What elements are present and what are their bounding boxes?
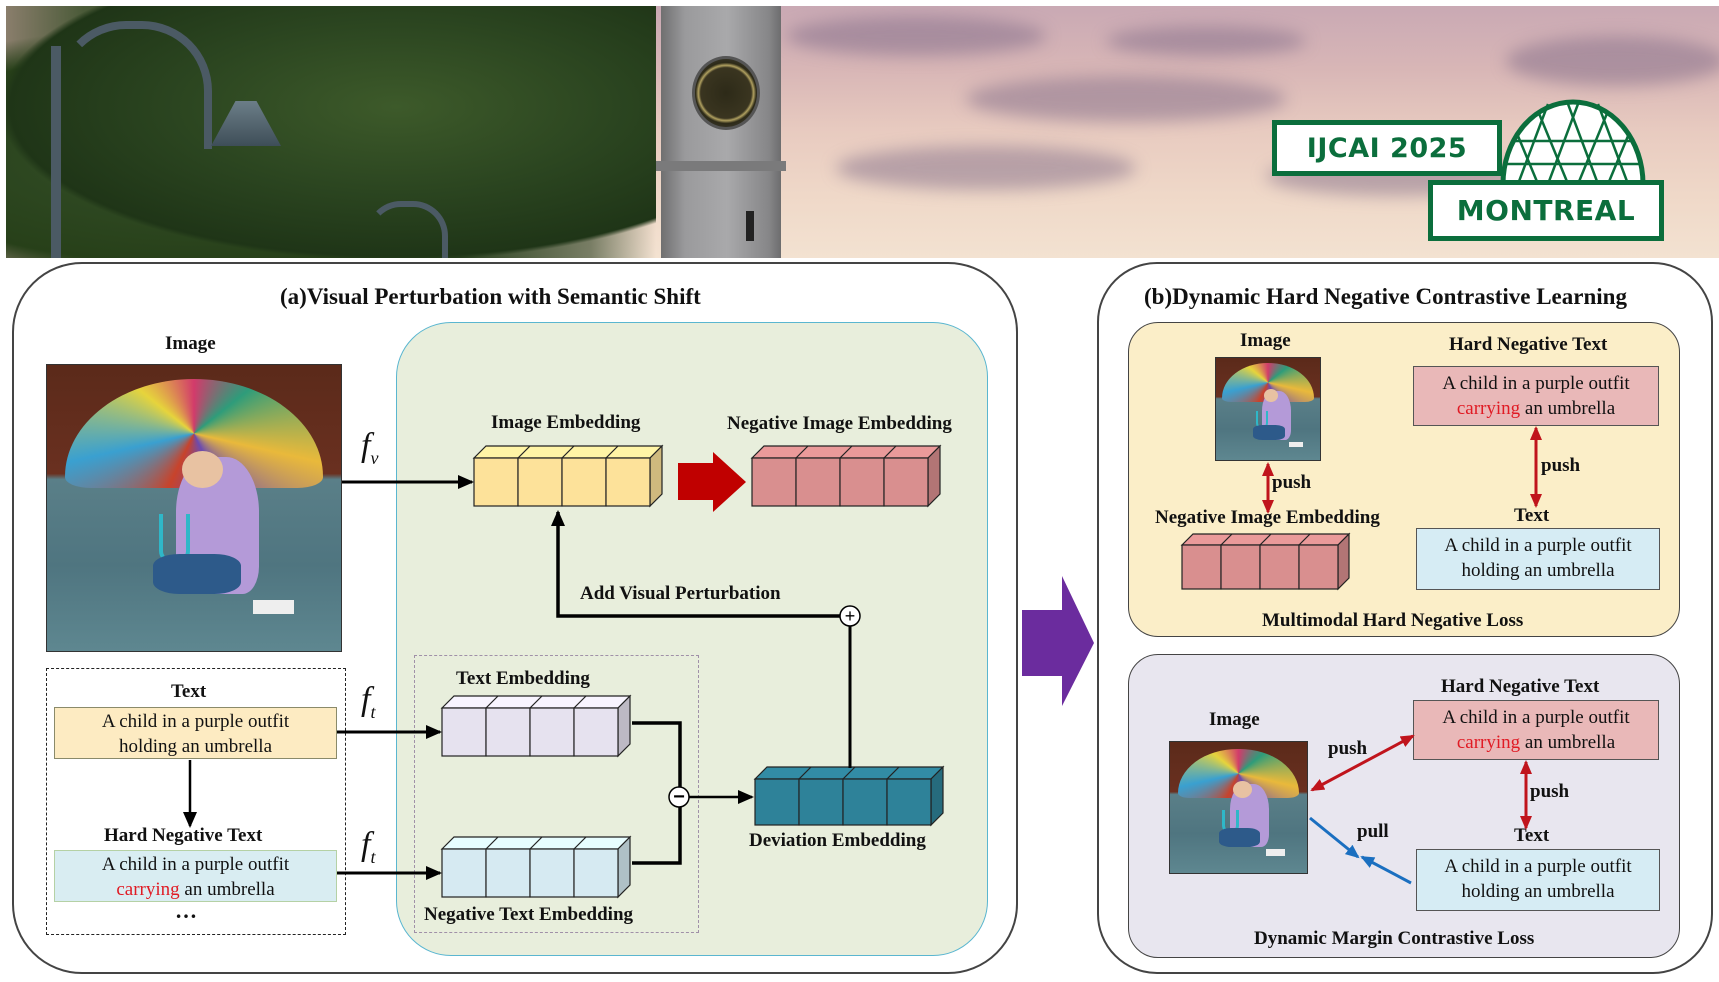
b2-text-line2: holding an umbrella xyxy=(1461,881,1615,902)
b2-hn-line1: A child in a purple outfit xyxy=(1442,707,1630,728)
encoder-f: f xyxy=(361,826,371,863)
text-caption-line2: holding an umbrella xyxy=(118,736,273,757)
b1-negative-image-embedding-label: Negative Image Embedding xyxy=(1155,507,1380,528)
clock-tower-ledge xyxy=(656,161,786,171)
b1-image xyxy=(1215,357,1321,461)
child-legs xyxy=(152,553,242,594)
add-visual-perturbation-label: Add Visual Perturbation xyxy=(580,583,781,604)
visual-encoder-label: fv xyxy=(361,427,378,469)
text-encoder-label: ft xyxy=(361,681,375,723)
b1-text-label: Text xyxy=(1514,505,1550,526)
b2-text-caption: A child in a purple outfit holding an um… xyxy=(1416,849,1660,911)
cloud xyxy=(1506,36,1719,86)
panel-a-title: (a)Visual Perturbation with Semantic Shi… xyxy=(280,284,701,309)
child-face xyxy=(182,450,224,488)
b2-hard-negative-caption: A child in a purple outfit carrying an u… xyxy=(1413,700,1659,760)
text-caption: A child in a purple outfit holding an um… xyxy=(54,707,337,759)
panel-b-title: (b)Dynamic Hard Negative Contrastive Lea… xyxy=(1144,284,1627,309)
dynamic-margin-loss-title: Dynamic Margin Contrastive Loss xyxy=(1254,928,1535,949)
cloud xyxy=(786,16,1046,56)
b2-text-line1: A child in a purple outfit xyxy=(1444,856,1632,877)
clock-tower xyxy=(661,6,781,258)
cloud xyxy=(966,76,1286,122)
push-label: push xyxy=(1328,738,1368,759)
encoder-sub: t xyxy=(370,846,376,867)
changed-word: carrying xyxy=(1456,398,1521,419)
b1-text-line1: A child in a purple outfit xyxy=(1444,535,1632,556)
pull-label: pull xyxy=(1357,821,1389,842)
tower-window xyxy=(746,211,754,241)
dome-logo-icon xyxy=(1500,99,1646,186)
hard-negative-line1: A child in a purple outfit xyxy=(101,854,290,875)
negative-text-embedding-label: Negative Text Embedding xyxy=(424,904,634,925)
cloud xyxy=(1106,26,1306,56)
text-label: Text xyxy=(171,681,207,702)
transition-arrow xyxy=(1022,576,1094,706)
b1-text-line2: holding an umbrella xyxy=(1461,560,1615,581)
cloud xyxy=(836,146,1136,190)
encoder-sub: t xyxy=(370,701,376,722)
multimodal-loss-title: Multimodal Hard Negative Loss xyxy=(1262,610,1524,631)
street-lamp-arm xyxy=(366,201,448,258)
more-ellipsis: … xyxy=(175,898,197,923)
input-image xyxy=(46,364,342,652)
encoder-f: f xyxy=(361,427,371,464)
b2-image-label: Image xyxy=(1209,709,1260,730)
street-lamp-arm xyxy=(56,21,212,149)
b1-hard-negative-caption: A child in a purple outfit carrying an u… xyxy=(1413,366,1659,426)
b1-text-caption: A child in a purple outfit holding an um… xyxy=(1416,528,1660,590)
hard-negative-rest: an umbrella xyxy=(179,879,275,900)
street-lamp-pole xyxy=(51,46,61,258)
hard-negative-label: Hard Negative Text xyxy=(104,825,263,846)
image-embedding-label: Image Embedding xyxy=(491,412,641,433)
changed-word: carrying xyxy=(1456,732,1521,753)
b2-image xyxy=(1169,741,1308,874)
b1-image-label: Image xyxy=(1240,330,1291,351)
logo-city-name: MONTREAL xyxy=(1456,194,1636,227)
text-caption-line1: A child in a purple outfit xyxy=(101,711,290,732)
text-embedding-group xyxy=(414,655,699,933)
encoder-sub: v xyxy=(370,447,379,468)
book xyxy=(252,599,294,614)
b2-hard-negative-label: Hard Negative Text xyxy=(1441,676,1600,697)
b1-hard-negative-label: Hard Negative Text xyxy=(1449,334,1608,355)
logo-conference-name: IJCAI 2025 xyxy=(1306,132,1468,164)
b1-hn-rest: an umbrella xyxy=(1520,398,1616,419)
push-label: push xyxy=(1530,781,1570,802)
text-encoder-label: ft xyxy=(361,826,375,868)
b2-hn-rest: an umbrella xyxy=(1520,732,1616,753)
deviation-embedding-label: Deviation Embedding xyxy=(749,830,926,851)
b2-text-label: Text xyxy=(1514,825,1550,846)
b1-hn-line1: A child in a purple outfit xyxy=(1442,373,1630,394)
encoder-f: f xyxy=(361,681,371,718)
hard-negative-caption: A child in a purple outfit carrying an u… xyxy=(54,850,337,902)
push-label: push xyxy=(1541,455,1581,476)
logo-box-bottom xyxy=(1428,180,1664,241)
push-label: push xyxy=(1272,472,1312,493)
text-input-group xyxy=(46,668,346,935)
image-label: Image xyxy=(165,333,216,354)
negative-image-embedding-label: Negative Image Embedding xyxy=(727,413,952,434)
logo-box-top xyxy=(1272,120,1502,176)
text-embedding-label: Text Embedding xyxy=(456,668,590,689)
changed-word: carrying xyxy=(116,879,180,900)
clock-face xyxy=(692,56,760,130)
